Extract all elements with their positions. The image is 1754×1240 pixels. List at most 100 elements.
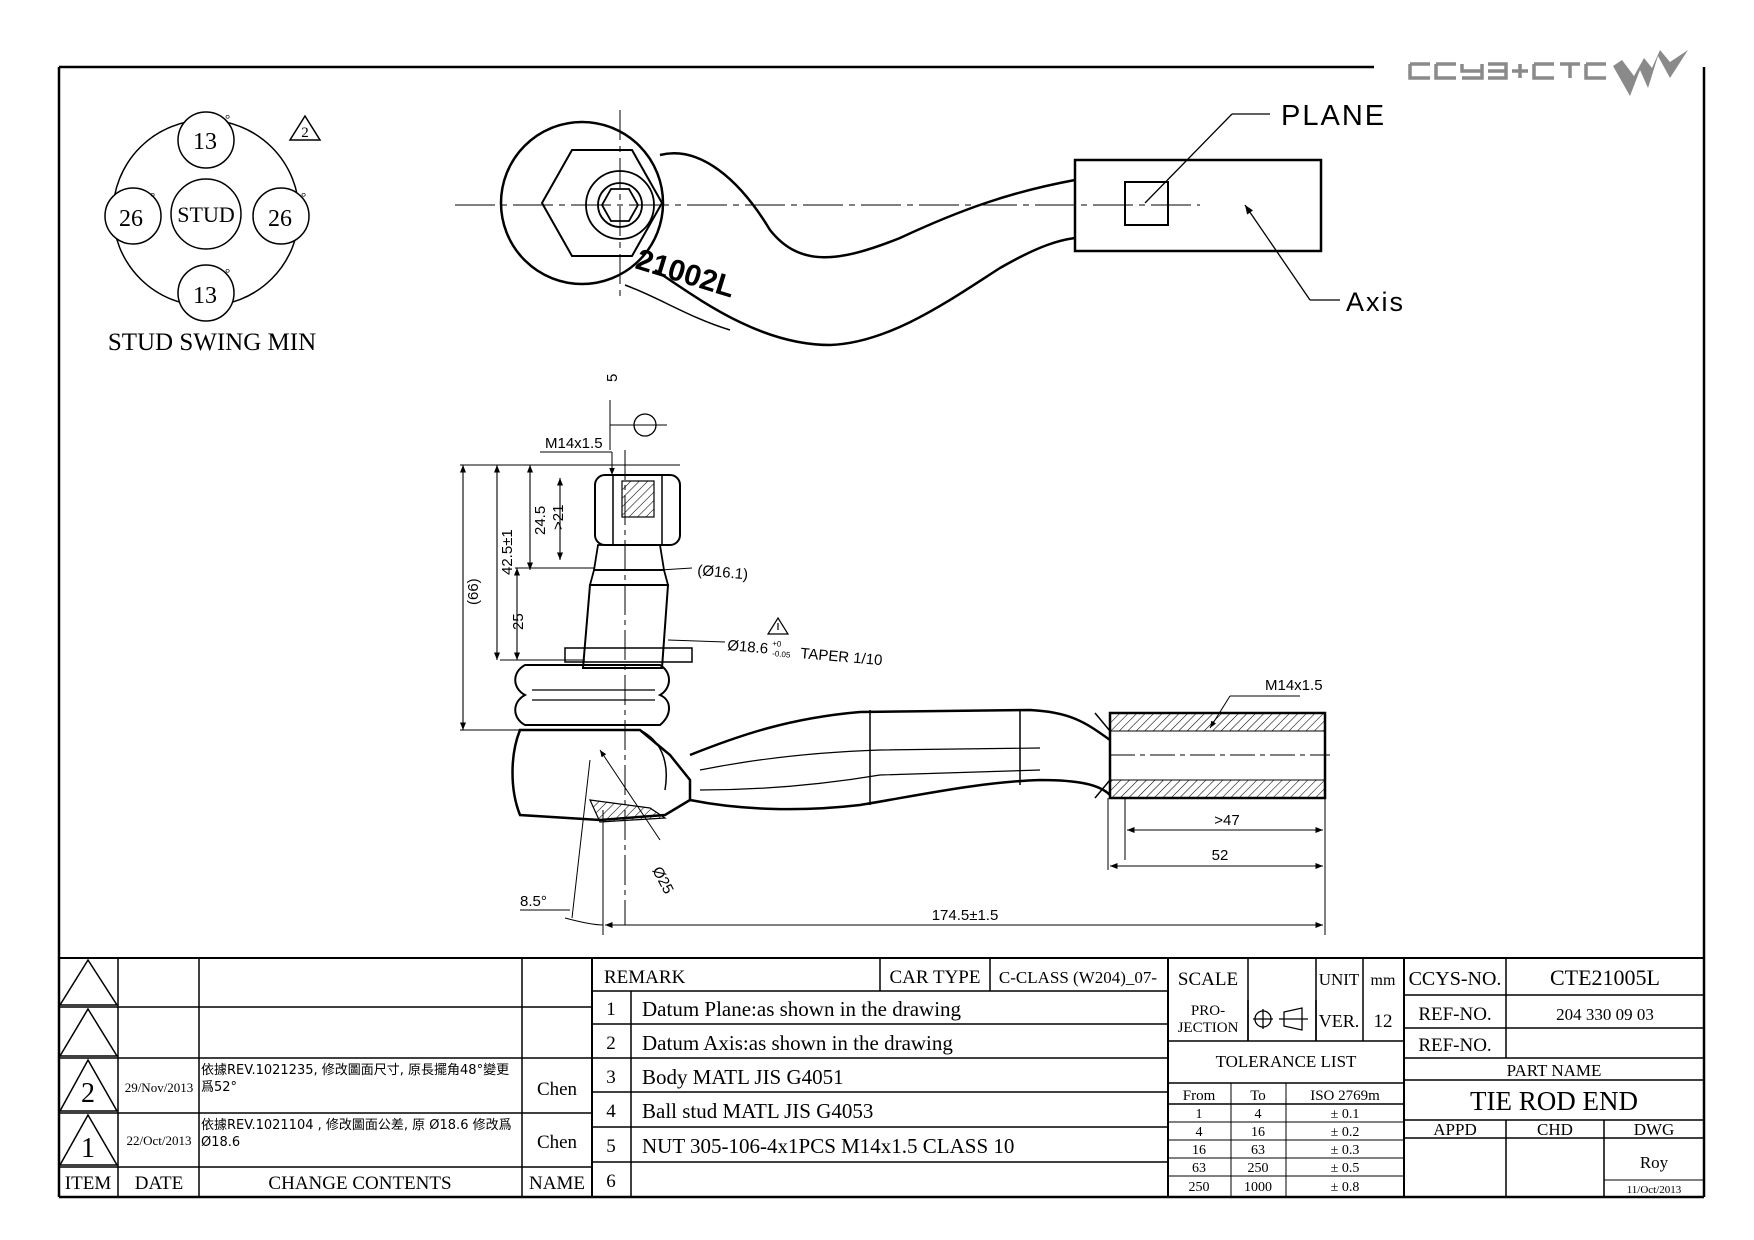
revision-date-1: 22/Oct/2013 [127, 1133, 192, 1148]
swing-center-circle [170, 178, 242, 250]
top-view [455, 110, 1340, 347]
ref-no-label-1: REF-NO. [1418, 1004, 1491, 1025]
axis-label: Axis [1346, 287, 1405, 317]
top-arm-lower-edge [654, 236, 1076, 347]
swing-bottom-deg: ° [225, 265, 230, 280]
boot-clamp [564, 647, 693, 663]
tol-value-1: ± 0.1 [1331, 1107, 1360, 1122]
remark-no-1: 1 [606, 999, 616, 1020]
tol-to-5: 1000 [1244, 1180, 1272, 1195]
top-stud-outer [585, 170, 655, 240]
tol-value-2: ± 0.2 [1331, 1125, 1360, 1140]
remark-no-6: 6 [606, 1171, 616, 1192]
revision-name-2: Chen [537, 1079, 578, 1100]
tol-from-5: 250 [1189, 1180, 1210, 1195]
swing-center-label: STUD [177, 202, 234, 227]
remark-no-4: 4 [606, 1101, 616, 1122]
revision-content-2-box: 依據REV.1021235, 修改圖面尺寸, 原長擺角48°變更爲52° [201, 1063, 510, 1095]
projection-symbol [1253, 1007, 1308, 1031]
swing-right-deg: ° [301, 189, 306, 204]
header-name: NAME [529, 1173, 585, 1194]
side-view [459, 400, 1330, 935]
dim-taper-tol-lo: -0.05 [772, 649, 791, 660]
swing-left-value: 26 [119, 206, 143, 232]
revision-triangle-2: 2 [288, 114, 322, 141]
dim-16-1: (Ø16.1) [697, 562, 749, 583]
dim-42: 42.5±1 [499, 529, 516, 575]
swing-right-value: 26 [268, 206, 292, 232]
car-type-label: CAR TYPE [890, 967, 981, 988]
tol-header-standard: ISO 2769m [1310, 1088, 1380, 1104]
tol-to-1: 4 [1255, 1107, 1262, 1122]
tol-value-3: ± 0.3 [1331, 1143, 1360, 1158]
header-item: ITEM [65, 1173, 112, 1194]
top-stud-inner [597, 182, 643, 228]
revision-content-1-box: 依據REV.1021104 , 修改圖面公差, 原 Ø18.6 修改爲Ø18.6 [201, 1118, 512, 1150]
dim-24: 24.5 [532, 506, 549, 535]
dim-25v: 25 [510, 613, 527, 630]
critical-triangle-mark [766, 616, 790, 635]
remark-title: REMARK [604, 967, 686, 988]
swing-top-value: 13 [193, 129, 217, 155]
tol-from-3: 16 [1192, 1143, 1206, 1158]
remark-text-1: Datum Plane:as shown in the drawing [642, 997, 962, 1021]
dim-thread-right: M14x1.5 [1265, 677, 1323, 694]
revision-item-1: 1 [81, 1133, 95, 1164]
part-name-value: TIE ROD END [1470, 1086, 1638, 1116]
header-date: DATE [135, 1173, 184, 1194]
side-taper [581, 584, 670, 669]
revision-content-2: 依據REV.1021235, 修改圖面尺寸, 原長擺角48°變更爲52° [201, 1063, 510, 1095]
title-block [1404, 958, 1704, 1197]
tol-value-4: ± 0.5 [1331, 1161, 1360, 1176]
top-nut-hexagon [540, 149, 664, 257]
ref-no-value-1: 204 330 09 03 [1556, 1005, 1654, 1024]
car-type-value: C-CLASS (W204)_07- [999, 968, 1158, 987]
dim-taper-note: TAPER 1/10 [800, 645, 883, 669]
dim-taper-diameter: Ø18.6 [727, 637, 769, 657]
dim-taper-tol-hi: +0 [772, 639, 782, 649]
tolerance-title: TOLERANCE LIST [1216, 1052, 1357, 1071]
dim-52: 52 [1212, 847, 1229, 864]
remark-no-3: 3 [606, 1067, 616, 1088]
position-tolerance-symbol [633, 413, 657, 437]
swing-left-deg: ° [150, 189, 155, 204]
remark-text-2: Datum Axis:as shown in the drawing [642, 1031, 953, 1055]
side-arm-upper [689, 708, 1111, 757]
remark-table [592, 958, 1169, 1197]
tol-to-3: 63 [1251, 1143, 1265, 1158]
revision-flag-text: 2 [301, 125, 309, 141]
top-shank [1073, 158, 1323, 253]
company-logo [1408, 50, 1688, 96]
tol-from-2: 4 [1196, 1125, 1203, 1140]
drawing-date: 11/Oct/2013 [1627, 1184, 1682, 1196]
remark-text-3: Body MATL JIS G4051 [642, 1065, 844, 1089]
tol-from-4: 63 [1192, 1161, 1206, 1176]
top-hex-socket [600, 188, 640, 222]
dwg-label: DWG [1634, 1120, 1675, 1139]
remark-no-2: 2 [606, 1033, 616, 1054]
tol-header-to: To [1250, 1088, 1266, 1104]
tol-from-1: 1 [1196, 1107, 1203, 1122]
ccys-no-value: CTE21005L [1550, 965, 1660, 990]
top-arm-upper-edge [659, 152, 1076, 259]
dim-position-tolerance: 5 [604, 374, 621, 382]
tol-to-4: 250 [1248, 1161, 1269, 1176]
swing-bottom-value: 13 [193, 283, 217, 309]
dim-21: >21 [550, 505, 567, 530]
scale-tolerance-block [1168, 958, 1405, 1197]
side-washer [588, 569, 670, 586]
side-boot [514, 664, 670, 726]
ccys-no-label: CCYS-NO. [1409, 968, 1502, 990]
dim-angle: 8.5° [520, 893, 547, 910]
side-arm-lower [689, 778, 1111, 811]
side-housing [511, 728, 692, 822]
dim-66: (66) [465, 578, 482, 605]
appd-label: APPD [1433, 1120, 1476, 1139]
scale-label: SCALE [1178, 969, 1238, 990]
unit-value: mm [1371, 972, 1396, 989]
revision-date-2: 29/Nov/2013 [125, 1080, 194, 1095]
swing-right-circle [252, 187, 310, 245]
remark-text-5: NUT 305-106-4x1PCS M14x1.5 CLASS 10 [642, 1134, 1014, 1158]
swing-top-circle [177, 111, 235, 169]
